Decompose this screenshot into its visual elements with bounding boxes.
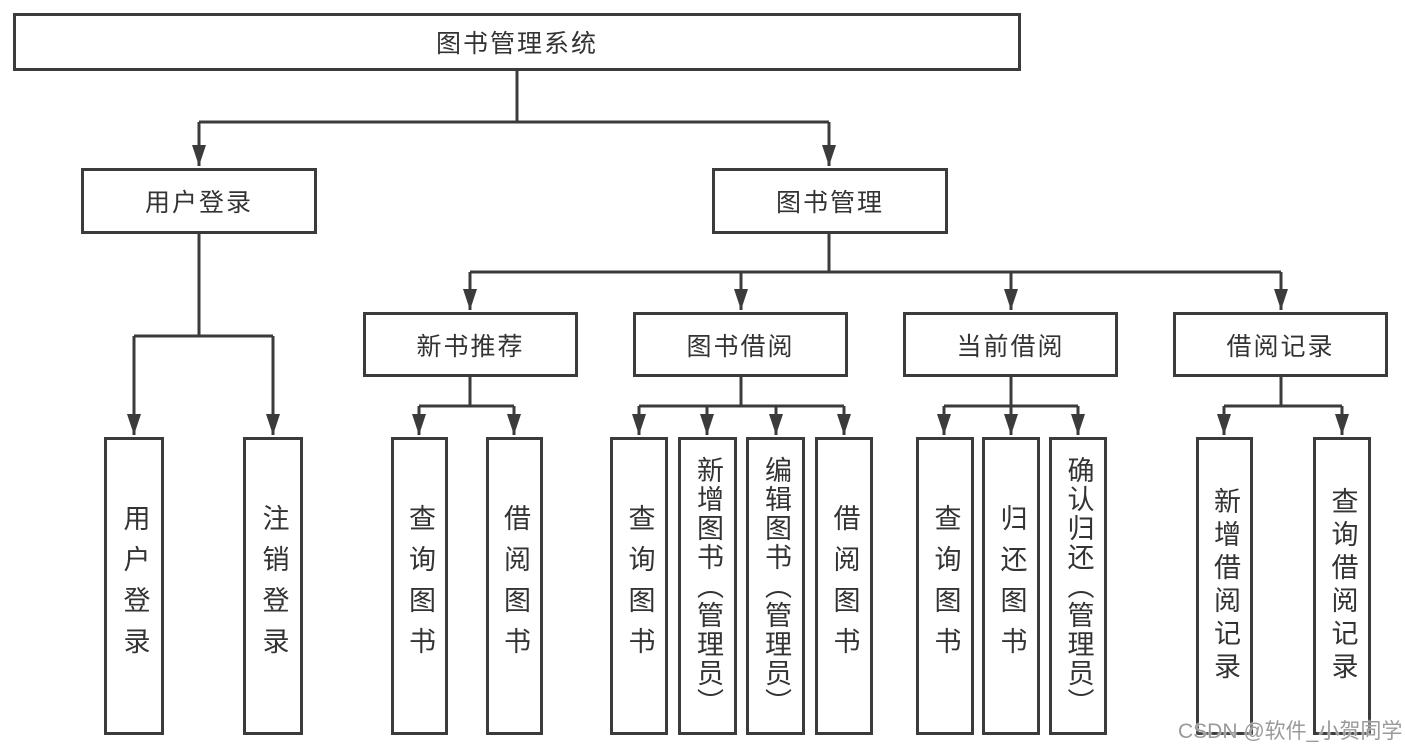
leaf-add-borrow-record-label: 新增借阅记录 xyxy=(1210,487,1240,685)
node-root: 图书管理系统 xyxy=(13,13,1021,71)
node-new-book-recommend: 新书推荐 xyxy=(363,312,578,377)
leaf-return-books-label: 归还图书 xyxy=(996,504,1027,668)
leaf-confirm-return-admin: 确认归还（管理员） xyxy=(1049,437,1107,735)
leaf-query-borrow-record: 查询借阅记录 xyxy=(1313,437,1371,735)
node-book-management: 图书管理 xyxy=(712,168,948,234)
leaf-logout: 注销登录 xyxy=(243,437,303,735)
node-book-borrow: 图书借阅 xyxy=(633,312,848,377)
leaf-confirm-return-admin-label: 确认归还（管理员） xyxy=(1063,455,1094,717)
leaf-borrow-books-borrow-label: 借阅图书 xyxy=(829,504,860,668)
node-current-borrow: 当前借阅 xyxy=(903,312,1118,377)
watermark: CSDN @软件_小贺同学 xyxy=(1178,720,1403,743)
leaf-add-book-admin: 新增图书（管理员） xyxy=(678,437,737,735)
leaf-query-borrow-record-label: 查询借阅记录 xyxy=(1327,487,1358,685)
leaf-edit-book-admin-label: 编辑图书（管理员） xyxy=(761,455,791,717)
leaf-borrow-books-borrow: 借阅图书 xyxy=(815,437,873,735)
leaf-borrow-books-newbook-label: 借阅图书 xyxy=(500,504,530,668)
node-user-login: 用户登录 xyxy=(81,168,317,234)
leaf-user-login-label: 用户登录 xyxy=(119,504,150,668)
leaf-return-books: 归还图书 xyxy=(982,437,1040,735)
leaf-query-books-current: 查询图书 xyxy=(916,437,974,735)
leaf-query-books-newbook-label: 查询图书 xyxy=(405,504,435,668)
leaf-logout-label: 注销登录 xyxy=(258,504,289,668)
leaf-edit-book-admin: 编辑图书（管理员） xyxy=(746,437,805,735)
leaf-query-books-current-label: 查询图书 xyxy=(930,504,961,668)
leaf-add-borrow-record: 新增借阅记录 xyxy=(1196,437,1253,735)
leaf-query-books-borrow: 查询图书 xyxy=(610,437,668,735)
leaf-borrow-books-newbook: 借阅图书 xyxy=(486,437,543,735)
leaf-add-book-admin-label: 新增图书（管理员） xyxy=(693,455,723,717)
leaf-user-login: 用户登录 xyxy=(104,437,164,735)
leaf-query-books-newbook: 查询图书 xyxy=(391,437,448,735)
leaf-query-books-borrow-label: 查询图书 xyxy=(624,504,655,668)
node-borrow-records: 借阅记录 xyxy=(1173,312,1388,377)
